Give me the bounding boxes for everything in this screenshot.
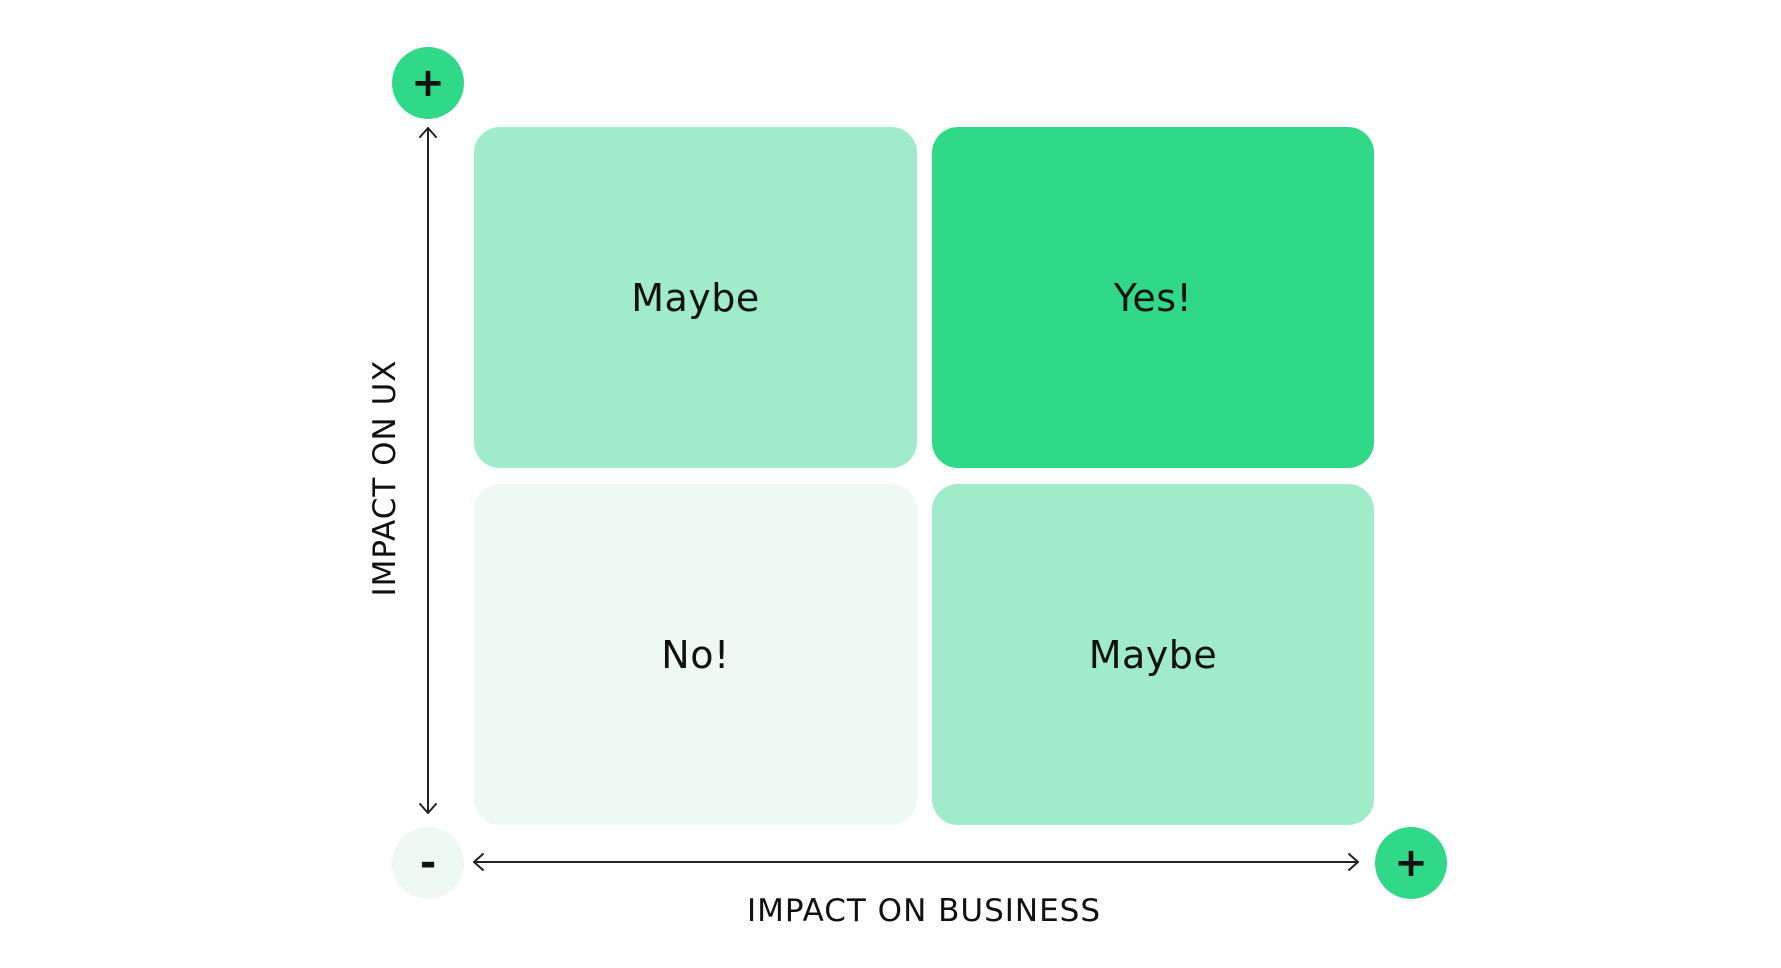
quadrant-label: No! — [661, 632, 730, 677]
plus-icon: + — [411, 60, 445, 106]
y-axis-label: IMPACT ON UX — [367, 359, 403, 597]
x-axis-max-marker: + — [1375, 827, 1447, 899]
quadrant-ux-low-business-high: Maybe — [932, 484, 1374, 825]
y-axis-max-marker: + — [392, 47, 464, 119]
x-axis-label: IMPACT ON BUSINESS — [746, 893, 1102, 929]
quadrant-ux-high-business-high: Yes! — [932, 127, 1374, 468]
quadrant-label: Maybe — [1088, 632, 1218, 677]
quadrant-ux-high-business-low: Maybe — [474, 127, 917, 468]
quadrant-ux-low-business-low: No! — [474, 484, 917, 825]
x-axis-arrowhead-right — [1348, 853, 1359, 871]
y-axis-arrowhead-top — [419, 127, 437, 138]
minus-icon: - — [419, 840, 437, 886]
plus-icon: + — [1394, 840, 1428, 886]
quadrant-label: Maybe — [631, 275, 760, 320]
origin-marker: - — [392, 827, 464, 899]
x-axis-arrowhead-left — [473, 853, 484, 871]
y-axis-arrowhead-bottom — [419, 803, 437, 814]
quadrant-label: Yes! — [1113, 275, 1193, 320]
